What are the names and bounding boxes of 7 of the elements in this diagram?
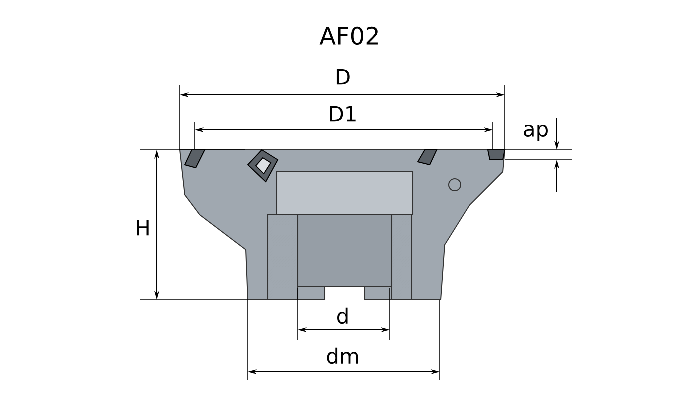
dimension-label: H [137,220,149,236]
dimension-label: dm [327,348,358,364]
dimension-label: D1 [330,106,356,122]
title: AF02 [320,26,378,46]
dimension-label: ap [524,124,548,142]
dimension-label: d [338,308,348,324]
dimension-label: D [336,69,350,85]
